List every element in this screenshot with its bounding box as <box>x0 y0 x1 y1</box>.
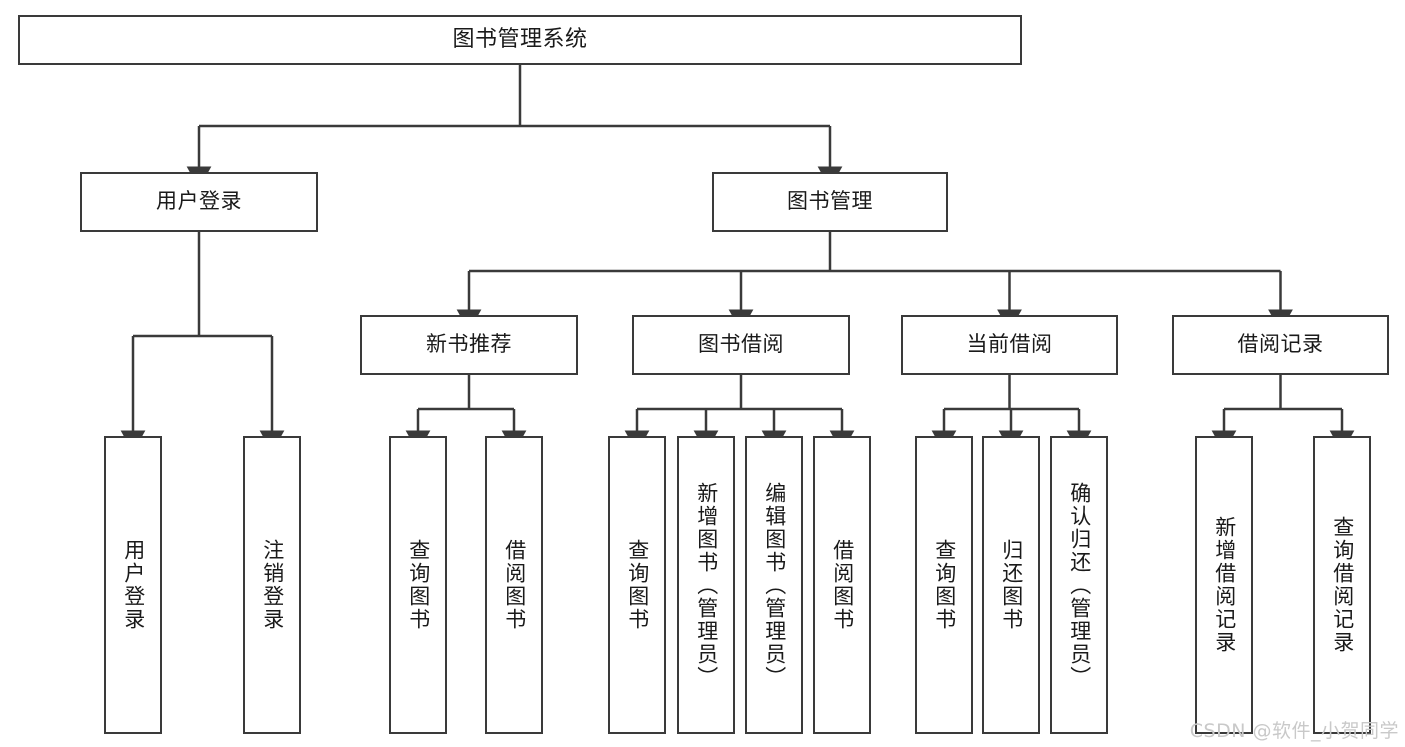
node-label: 注销登录 <box>260 539 285 631</box>
node-leaf-cur-query: 查询图书 <box>915 436 973 734</box>
node-label: 归还图书 <box>999 539 1024 631</box>
node-borrow: 图书借阅 <box>632 315 850 375</box>
node-leaf-nb-query: 查询图书 <box>389 436 447 734</box>
node-leaf-rec-query: 查询借阅记录 <box>1313 436 1371 734</box>
node-leaf-user-login: 用户登录 <box>104 436 162 734</box>
node-leaf-bw-add: 新增图书（管理员） <box>677 436 735 734</box>
node-leaf-user-logout: 注销登录 <box>243 436 301 734</box>
node-label: 新增借阅记录 <box>1212 516 1237 654</box>
node-root: 图书管理系统 <box>18 15 1022 65</box>
node-label: 确认归还（管理员） <box>1067 481 1092 689</box>
node-label: 图书管理系统 <box>452 26 588 52</box>
node-records: 借阅记录 <box>1172 315 1389 375</box>
node-leaf-bw-query: 查询图书 <box>608 436 666 734</box>
node-label: 图书管理 <box>787 189 873 214</box>
node-label: 借阅图书 <box>502 539 527 631</box>
node-label: 编辑图书（管理员） <box>762 481 787 689</box>
node-leaf-cur-confirm: 确认归还（管理员） <box>1050 436 1108 734</box>
node-label: 借阅图书 <box>830 539 855 631</box>
node-leaf-bw-borrow: 借阅图书 <box>813 436 871 734</box>
node-label: 查询借阅记录 <box>1330 516 1355 654</box>
node-label: 当前借阅 <box>966 332 1053 357</box>
node-label: 借阅记录 <box>1237 332 1324 357</box>
node-leaf-rec-add: 新增借阅记录 <box>1195 436 1253 734</box>
node-current: 当前借阅 <box>901 315 1118 375</box>
node-leaf-bw-edit: 编辑图书（管理员） <box>745 436 803 734</box>
node-newbook: 新书推荐 <box>360 315 578 375</box>
node-label: 用户登录 <box>121 539 146 631</box>
node-label: 新书推荐 <box>426 332 512 357</box>
node-login: 用户登录 <box>80 172 318 232</box>
node-label: 查询图书 <box>625 539 650 631</box>
node-label: 新增图书（管理员） <box>694 481 719 689</box>
node-label: 查询图书 <box>932 539 957 631</box>
node-bookmgmt: 图书管理 <box>712 172 948 232</box>
node-label: 用户登录 <box>156 189 242 214</box>
node-leaf-nb-borrow: 借阅图书 <box>485 436 543 734</box>
node-label: 图书借阅 <box>698 332 784 357</box>
node-leaf-cur-return: 归还图书 <box>982 436 1040 734</box>
node-label: 查询图书 <box>406 539 431 631</box>
